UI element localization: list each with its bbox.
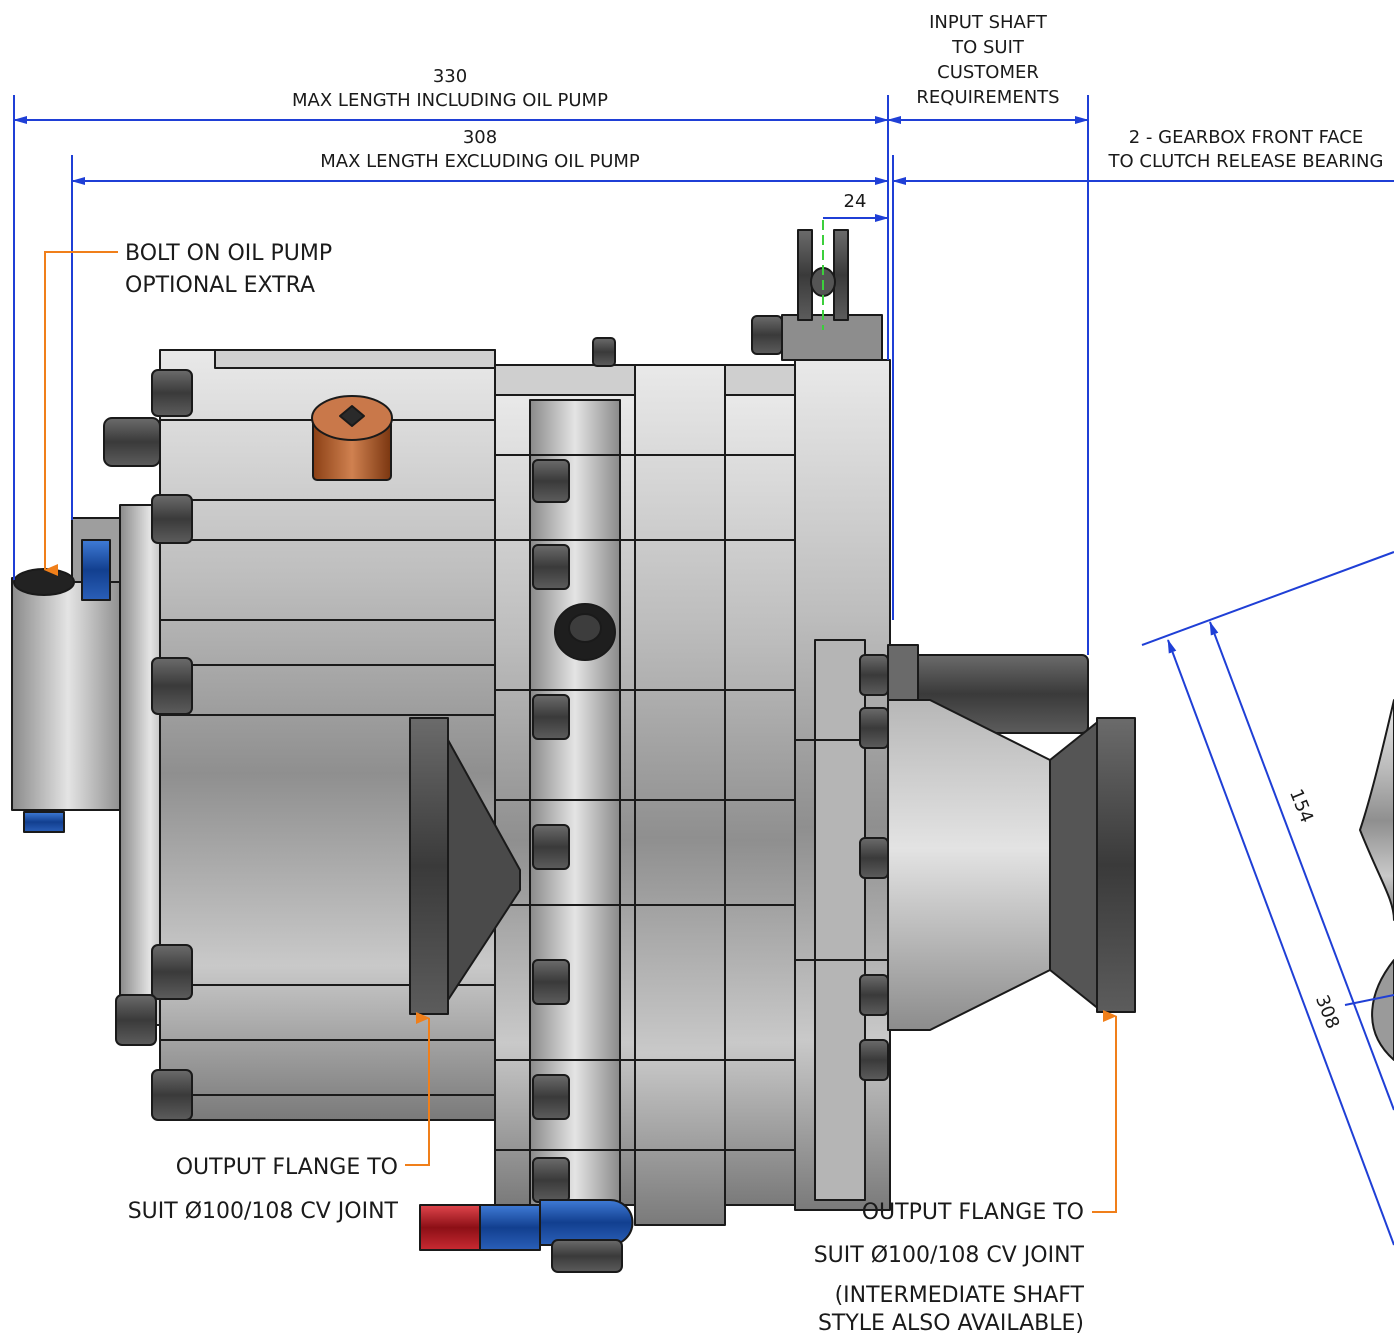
flange-right-line-2: SUIT Ø100/108 CV JOINT (814, 1243, 1085, 1268)
callout-leaders (44, 251, 1117, 1213)
side-dim-308: 308 (1311, 992, 1343, 1032)
flange-left-line-2: SUIT Ø100/108 CV JOINT (128, 1199, 399, 1224)
dim-308-value: 308 (463, 127, 497, 148)
flange-right-line-1: OUTPUT FLANGE TO (862, 1200, 1084, 1225)
dimension-labels: 330 MAX LENGTH INCLUDING OIL PUMP 308 MA… (292, 12, 1383, 1032)
dimension-lines (13, 95, 1394, 1246)
dim-24-value: 24 (844, 191, 867, 212)
dim-330-label: MAX LENGTH INCLUDING OIL PUMP (292, 90, 608, 111)
input-shaft-line-1: INPUT SHAFT (929, 12, 1048, 33)
front-face-line-2: TO CLUTCH RELEASE BEARING (1108, 151, 1384, 172)
dim-308-label: MAX LENGTH EXCLUDING OIL PUMP (320, 151, 640, 172)
input-shaft-line-2: TO SUIT (951, 37, 1025, 58)
oil-pump-line-2: OPTIONAL EXTRA (125, 273, 315, 298)
input-shaft-line-4: REQUIREMENTS (916, 87, 1059, 108)
flange-right-line-4: STYLE ALSO AVAILABLE) (818, 1311, 1084, 1335)
flange-right-line-3: (INTERMEDIATE SHAFT (835, 1283, 1085, 1308)
input-shaft-line-3: CUSTOMER (937, 62, 1039, 83)
side-dim-154: 154 (1285, 786, 1317, 826)
flange-left-line-1: OUTPUT FLANGE TO (176, 1155, 398, 1180)
front-face-line-1: 2 - GEARBOX FRONT FACE (1129, 127, 1363, 148)
callout-labels: BOLT ON OIL PUMP OPTIONAL EXTRA OUTPUT F… (125, 241, 1085, 1335)
dim-330-value: 330 (433, 66, 467, 87)
oil-pump-line-1: BOLT ON OIL PUMP (125, 241, 332, 266)
gearbox-body (11, 229, 1394, 1273)
